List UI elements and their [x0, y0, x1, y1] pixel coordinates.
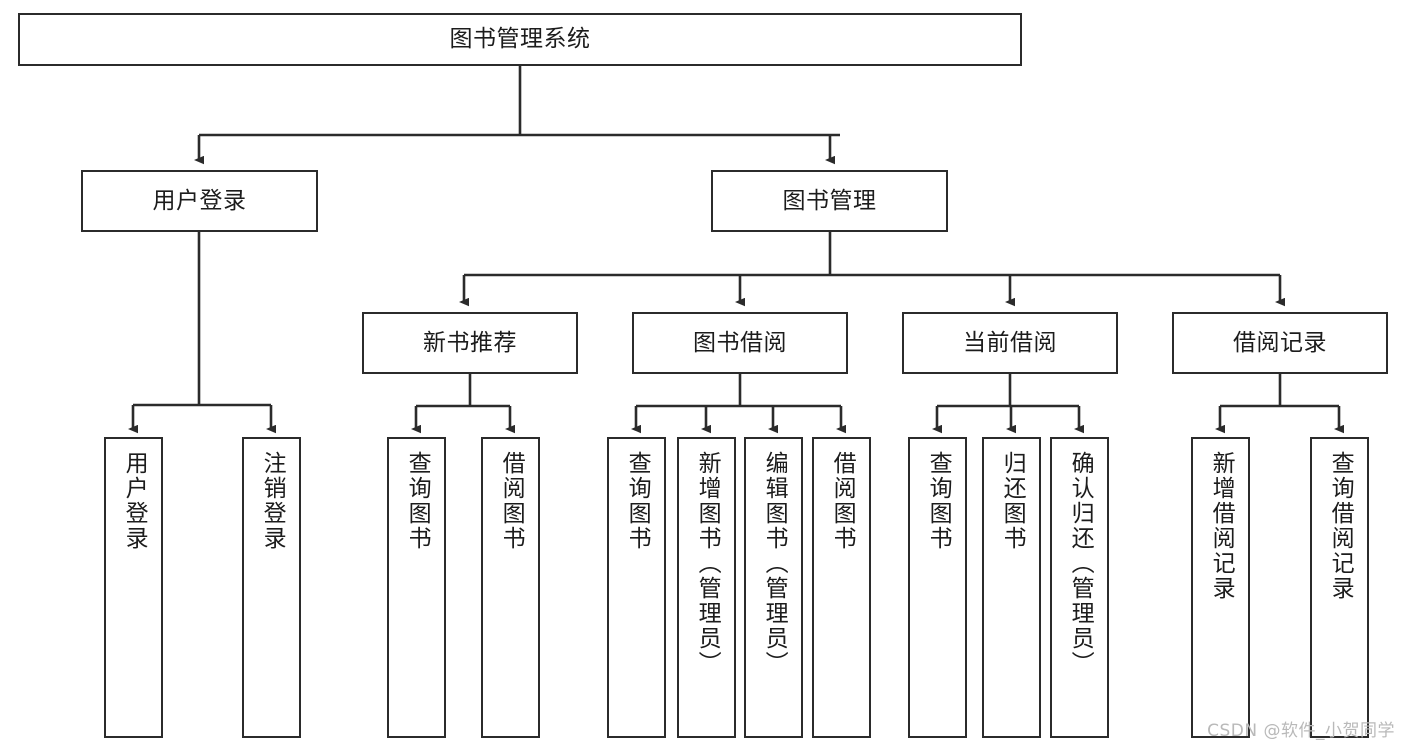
- node-label: 图书管理: [782, 187, 877, 214]
- node-label: 用户登录: [121, 451, 148, 551]
- node-label: 用户登录: [152, 187, 247, 214]
- node-label: 借阅图书: [498, 451, 525, 551]
- node-label: 确认归还（管理员）: [1067, 451, 1094, 676]
- node-borrow-record[interactable]: 借阅记录: [1172, 312, 1388, 374]
- csdn-watermark: CSDN @软件_小贺同学: [1207, 721, 1395, 741]
- node-label: 当前借阅: [963, 329, 1057, 356]
- node-label: 新书推荐: [423, 329, 517, 356]
- node-user-login[interactable]: 用户登录: [81, 170, 318, 232]
- node-label: 查询图书: [404, 451, 431, 551]
- leaf-node-logout[interactable]: 注销登录: [242, 437, 301, 738]
- leaf-node-edit-book-admin[interactable]: 编辑图书（管理员）: [744, 437, 803, 738]
- node-label: 图书管理系统: [449, 26, 591, 53]
- node-label: 查询借阅记录: [1327, 451, 1354, 601]
- node-label: 新增借阅记录: [1208, 451, 1235, 601]
- node-new-book-recommend[interactable]: 新书推荐: [362, 312, 578, 374]
- leaf-node-query-book-current[interactable]: 查询图书: [908, 437, 967, 738]
- leaf-node-add-borrow-record[interactable]: 新增借阅记录: [1191, 437, 1250, 738]
- leaf-node-confirm-return-admin[interactable]: 确认归还（管理员）: [1050, 437, 1109, 738]
- leaf-node-query-book-borrow[interactable]: 查询图书: [607, 437, 666, 738]
- leaf-node-user-login[interactable]: 用户登录: [104, 437, 163, 738]
- node-label: 查询图书: [925, 451, 952, 551]
- leaf-node-add-book-admin[interactable]: 新增图书（管理员）: [677, 437, 736, 738]
- node-label: 新增图书（管理员）: [694, 451, 721, 676]
- node-root-system[interactable]: 图书管理系统: [18, 13, 1022, 66]
- leaf-node-return-book[interactable]: 归还图书: [982, 437, 1041, 738]
- node-label: 编辑图书（管理员）: [761, 451, 788, 676]
- node-current-borrow[interactable]: 当前借阅: [902, 312, 1118, 374]
- node-label: 注销登录: [259, 451, 286, 551]
- node-book-borrow[interactable]: 图书借阅: [632, 312, 848, 374]
- node-label: 图书借阅: [693, 329, 787, 356]
- leaf-node-query-borrow-record[interactable]: 查询借阅记录: [1310, 437, 1369, 738]
- leaf-node-borrow-book-recommend[interactable]: 借阅图书: [481, 437, 540, 738]
- node-book-management[interactable]: 图书管理: [711, 170, 948, 232]
- node-label: 查询图书: [624, 451, 651, 551]
- node-label: 借阅图书: [829, 451, 856, 551]
- leaf-node-query-book-recommend[interactable]: 查询图书: [387, 437, 446, 738]
- node-label: 归还图书: [999, 451, 1026, 551]
- node-label: 借阅记录: [1233, 329, 1327, 356]
- leaf-node-borrow-book[interactable]: 借阅图书: [812, 437, 871, 738]
